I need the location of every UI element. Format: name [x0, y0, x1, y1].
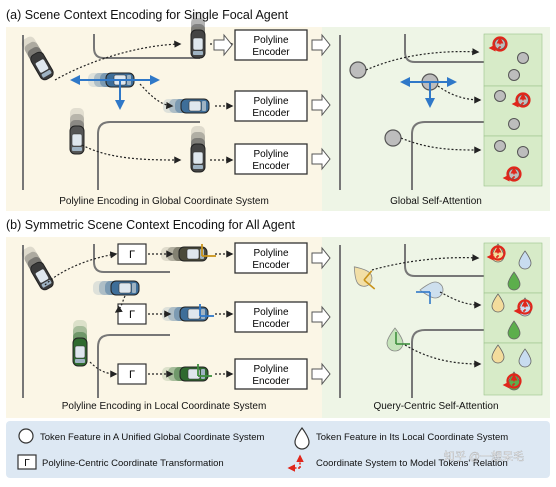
global-token	[494, 90, 506, 102]
global-token	[517, 52, 529, 64]
local-axes	[201, 244, 216, 257]
agent-car	[72, 320, 88, 367]
attention-tile	[483, 85, 543, 137]
section-a-attention-tiles	[483, 33, 543, 187]
section-b-encoder-top: Polyline Encoder	[234, 242, 308, 274]
legend-global-token: Token Feature in A Unified Global Coordi…	[40, 432, 265, 443]
agent-car	[21, 246, 54, 291]
local-token-legend-icon	[294, 427, 310, 450]
agent-car	[161, 246, 208, 262]
section-a-agent-cars	[21, 12, 210, 173]
global-token	[349, 61, 367, 79]
section-a-encoder-bottom: Polyline Encoder	[234, 143, 308, 175]
global-token-legend-icon	[18, 428, 34, 444]
local-axes	[199, 304, 214, 317]
section-a-dotted-routes	[54, 40, 234, 164]
section-a-left-caption: Polyline Encoding in Global Coordinate S…	[59, 196, 269, 207]
legend-relative: Coordinate System to Model Tokens' Relat…	[316, 458, 508, 469]
global-token	[494, 140, 506, 152]
section-b-attention-tiles	[483, 242, 543, 396]
local-token	[491, 293, 505, 313]
section-b-transform-box-bottom: Γ	[117, 363, 147, 385]
attention-tile	[483, 292, 543, 344]
legend-transform: Polyline-Centric Coordinate Transformati…	[42, 458, 224, 469]
local-axes	[197, 364, 212, 377]
agent-car	[190, 126, 206, 173]
section-b-title: (b) Symmetric Scene Context Encoding for…	[6, 218, 296, 232]
local-token	[518, 250, 532, 270]
section-b-right-routes	[371, 254, 482, 368]
legend-local-token: Token Feature in Its Local Coordinate Sy…	[316, 432, 508, 443]
section-b-encoder-bottom: Polyline Encoder	[234, 358, 308, 390]
encoder-label-line2: Encoder	[252, 260, 290, 271]
encoder-label-line1: Polyline	[253, 96, 288, 107]
agent-car	[93, 280, 140, 296]
section-b-road-lines	[22, 244, 170, 398]
section-a-right-caption: Global Self-Attention	[390, 196, 482, 207]
relation-legend-icon	[287, 454, 304, 472]
local-token	[491, 344, 505, 364]
watermark: 知乎 @一想呆毛	[444, 449, 524, 463]
transform-symbol: Γ	[129, 369, 135, 381]
section-b-agent-cars	[21, 244, 216, 382]
section-b-right-caption: Query-Centric Self-Attention	[373, 401, 498, 412]
attention-tile	[483, 33, 543, 87]
legend-box	[6, 421, 550, 478]
local-token	[386, 327, 404, 352]
section-a-right-routes	[365, 48, 482, 154]
transform-symbol: Γ	[24, 458, 30, 469]
attention-tile	[483, 242, 543, 294]
local-axes	[416, 291, 431, 304]
encoder-label-line1: Polyline	[253, 248, 288, 259]
section-a-encoder-middle: Polyline Encoder	[234, 90, 308, 122]
section-b-hollow-arrows	[311, 246, 331, 386]
global-token	[517, 146, 529, 158]
local-axes	[363, 270, 376, 290]
encoder-label-line2: Encoder	[252, 161, 290, 172]
encoder-label-line1: Polyline	[253, 35, 288, 46]
section-a-title: (a) Scene Context Encoding for Single Fo…	[6, 8, 289, 22]
section-b-local-tokens	[353, 266, 444, 352]
section-a-encoder-top: Polyline Encoder	[234, 29, 308, 61]
encoder-label-line1: Polyline	[253, 364, 288, 375]
section-b-left-caption: Polyline Encoding in Local Coordinate Sy…	[62, 401, 267, 412]
global-token	[384, 129, 402, 147]
attention-tile	[483, 135, 543, 187]
section-a-hollow-arrows	[213, 33, 331, 171]
local-token	[518, 348, 532, 368]
agent-car	[190, 12, 206, 59]
local-token	[419, 281, 444, 299]
section-b-encoder-middle: Polyline Encoder	[234, 301, 308, 333]
encoder-label-line1: Polyline	[253, 307, 288, 318]
agent-car	[21, 36, 54, 81]
local-token	[507, 271, 521, 291]
agent-car	[69, 108, 85, 155]
encoder-label-line2: Encoder	[252, 108, 290, 119]
section-a-right-axes	[400, 77, 457, 108]
transform-symbol: Γ	[129, 309, 135, 321]
section-b-transform-box-middle: Γ	[117, 303, 147, 325]
local-axes	[395, 332, 410, 345]
encoder-label-line2: Encoder	[252, 376, 290, 387]
section-b-right-roads	[339, 244, 486, 398]
attention-tile	[483, 342, 543, 396]
global-token	[508, 118, 520, 130]
encoder-label-line2: Encoder	[252, 319, 290, 330]
global-token	[508, 69, 520, 81]
encoder-label-line2: Encoder	[252, 47, 290, 58]
section-b-dotted-routes	[44, 250, 234, 378]
agent-car	[163, 98, 210, 114]
section-b-transform-box-top: Γ	[117, 243, 147, 265]
transform-legend-icon: Γ	[17, 454, 37, 470]
transform-symbol: Γ	[129, 249, 135, 261]
section-a-right-roads	[339, 34, 486, 190]
section-a-global-axes	[70, 75, 160, 110]
local-token	[507, 320, 521, 340]
encoder-label-line1: Polyline	[253, 149, 288, 160]
